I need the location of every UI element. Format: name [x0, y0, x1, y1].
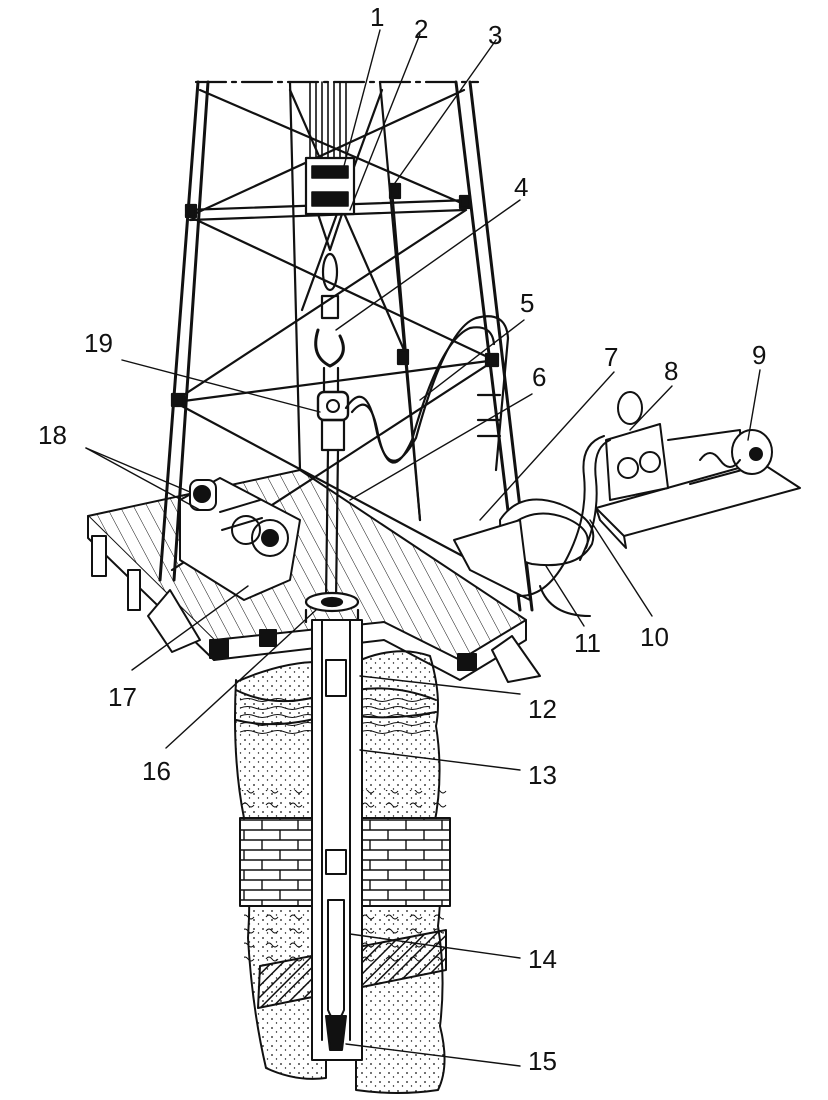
callout-10: 10 [640, 622, 669, 652]
callout-8: 8 [664, 356, 678, 386]
callout-13: 13 [528, 760, 557, 790]
mud-pump-unit [595, 391, 801, 549]
mud-pit [453, 498, 595, 601]
callout-12: 12 [528, 694, 557, 724]
hoisting-system [304, 81, 356, 452]
callout-16: 16 [142, 756, 171, 786]
rotary-table [304, 591, 360, 624]
callout-5: 5 [520, 288, 534, 318]
callout-1: 1 [370, 2, 384, 32]
callout-14: 14 [528, 944, 557, 974]
callout-4: 4 [514, 172, 528, 202]
callout-6: 6 [532, 362, 546, 392]
drawworks [179, 477, 301, 601]
callout-11: 11 [574, 628, 601, 658]
callout-2: 2 [414, 14, 428, 44]
suction-discharge-lines [519, 435, 611, 617]
callout-18: 18 [38, 420, 67, 450]
callout-19: 19 [84, 328, 113, 358]
callout-9: 9 [752, 340, 766, 370]
callout-labels: 1 2 3 4 5 6 7 8 9 10 11 12 13 14 15 16 1… [38, 2, 766, 1076]
leader-lines [85, 29, 761, 1067]
callout-7: 7 [604, 342, 618, 372]
callout-3: 3 [488, 20, 502, 50]
callout-15: 15 [528, 1046, 557, 1076]
mud-hose [344, 315, 510, 472]
drill-string [311, 619, 363, 1061]
callout-17: 17 [108, 682, 137, 712]
